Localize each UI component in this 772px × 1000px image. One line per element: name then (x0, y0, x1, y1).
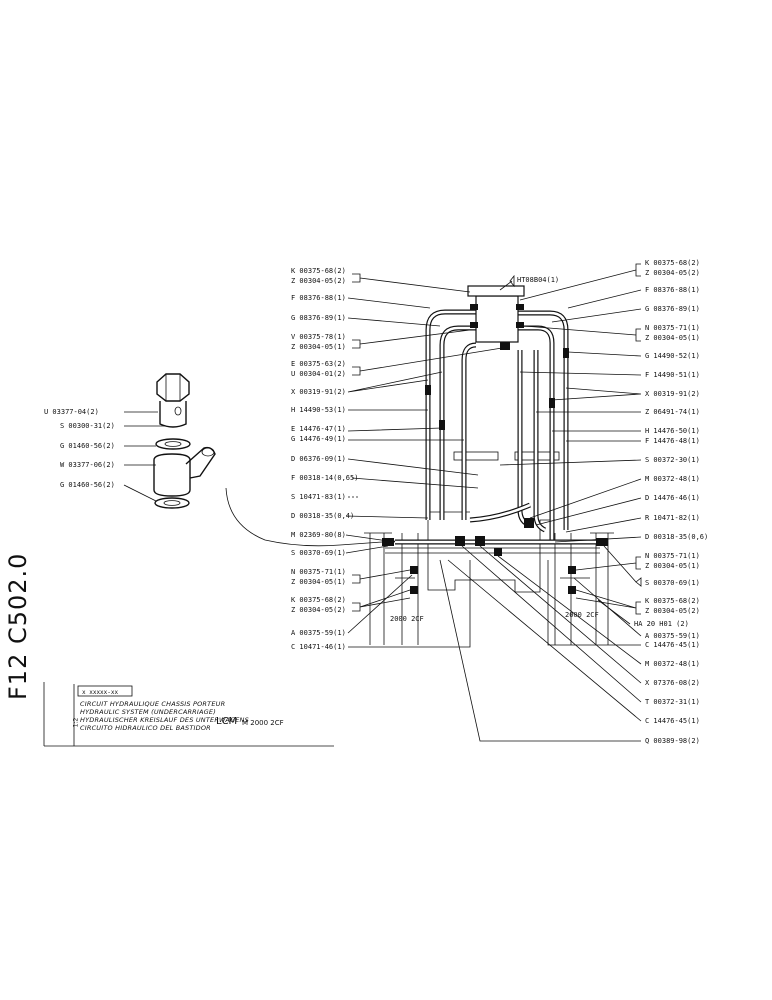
right-label-23: X 07376-08(2) (645, 679, 700, 687)
label-detail-u: U 03377-04(2) (44, 408, 99, 416)
right-label-19: HA 20 H01 (2) (634, 620, 689, 628)
label-detail-w: W 03377-06(2) (60, 461, 115, 469)
right-label-12: M 00372-48(1) (645, 475, 700, 483)
right-label-6: F 14490-51(1) (645, 371, 700, 379)
left-label-7: H 14490-53(1) (291, 406, 346, 414)
right-label-18a: K 00375-68(2) (645, 597, 700, 605)
right-label-9: H 14476-50(1) (645, 427, 700, 435)
valve-block (467, 285, 525, 350)
document-code: F12 C502.0 (4, 552, 32, 700)
scale-label: 1:2 (72, 717, 80, 728)
right-label-24: T 00372-31(1) (645, 698, 700, 706)
right-label-14: R 10471-82(1) (645, 514, 700, 522)
left-label-17: A 00375-59(1) (291, 629, 346, 637)
title-es: CIRCUITO HIDRAULICO DEL BASTIDOR (80, 724, 211, 732)
right-label-13: D 14476-46(1) (645, 494, 700, 502)
title-block: x xxxxx-xx 1:2 CIRCUIT HYDRAULIQUE CHASS… (44, 684, 334, 744)
right-label-11: S 00372-30(1) (645, 456, 700, 464)
left-label-8b: G 14476-49(1) (291, 435, 346, 443)
left-label-15b: Z 00304-05(1) (291, 578, 346, 586)
title-en: HYDRAULIC SYSTEM (UNDERCARRIAGE) (80, 708, 216, 716)
title-fr: CIRCUIT HYDRAULIQUE CHASSIS PORTEUR (80, 700, 226, 708)
left-label-12: D 00318-35(0,4) (291, 512, 354, 520)
left-label-14: S 00370-69(1) (291, 549, 346, 557)
unit-label-right: 2000 2CF (565, 611, 599, 619)
right-label-20: A 00375-59(1) (645, 632, 700, 640)
left-label-11: S 10471-83(1) (291, 493, 346, 501)
right-label-22: M 00372-48(1) (645, 660, 700, 668)
left-label-9: D 06376-09(1) (291, 455, 346, 463)
brand-label: LCM (216, 716, 238, 727)
unit-label-left: 2000 2CF (390, 615, 424, 623)
label-detail-g-bottom: G 01460-56(2) (60, 481, 115, 489)
right-label-8: Z 06491-74(1) (645, 408, 700, 416)
right-label-16b: Z 00304-05(1) (645, 562, 700, 570)
right-label-2: F 08376-88(1) (645, 286, 700, 294)
fittings (382, 348, 608, 594)
left-label-6: X 00319-91(2) (291, 388, 346, 396)
right-label-3: G 08376-89(1) (645, 305, 700, 313)
left-label-2: F 08376-88(1) (291, 294, 346, 302)
left-label-15a: N 00375-71(1) (291, 568, 346, 576)
label-top: HT08B04(1) (517, 276, 559, 284)
right-label-26: Q 00389-98(2) (645, 737, 700, 745)
left-label-1a: K 00375-68(2) (291, 267, 346, 275)
top-callout: HT08B04(1) (499, 274, 559, 291)
title-block-frame (43, 682, 334, 747)
right-label-4a: N 00375-71(1) (645, 324, 700, 332)
left-label-4a: V 00375-78(1) (291, 333, 346, 341)
right-label-7: X 00319-91(2) (645, 390, 700, 398)
left-label-3: G 08376-89(1) (291, 314, 346, 322)
left-label-5a: E 00375-63(2) (291, 360, 346, 368)
left-label-10: F 00318-14(0,65) (291, 474, 358, 482)
right-label-18b: Z 00304-05(2) (645, 607, 700, 615)
left-label-18: C 10471-46(1) (291, 643, 346, 651)
right-label-15: D 00318-35(0,6) (645, 533, 708, 541)
right-label-10: F 14476-48(1) (645, 437, 700, 445)
left-callouts: K 00375-68(2) Z 00304-05(2) F 08376-88(1… (291, 267, 503, 651)
label-detail-s: S 00300-31(2) (60, 422, 115, 430)
right-label-17: S 00370-69(1) (645, 579, 700, 587)
right-label-1b: Z 00304-05(2) (645, 269, 700, 277)
left-label-16a: K 00375-68(2) (291, 596, 346, 604)
right-label-5: G 14490-52(1) (645, 352, 700, 360)
label-detail-g-top: G 01460-56(2) (60, 442, 115, 450)
right-label-16a: N 00375-71(1) (645, 552, 700, 560)
left-label-1b: Z 00304-05(2) (291, 277, 346, 285)
right-label-4b: Z 00304-05(1) (645, 334, 700, 342)
title-de: HYDRAULISCHER KREISLAUF DES UNTERWAGENS (80, 716, 249, 724)
model-label: M 2000 2CF (242, 719, 284, 727)
left-label-8a: E 14476-47(1) (291, 425, 346, 433)
right-label-1a: K 00375-68(2) (645, 259, 700, 267)
left-label-16b: Z 00304-05(2) (291, 606, 346, 614)
left-label-5b: U 00304-01(2) (291, 370, 346, 378)
detail-assembly (123, 373, 411, 547)
hose-lines (395, 309, 600, 545)
right-callouts: K 00375-68(2) Z 00304-05(2) F 08376-88(1… (439, 259, 708, 745)
left-label-13: M 02369-80(8) (291, 531, 346, 539)
ref-box: x xxxxx-xx (82, 689, 119, 696)
detail-labels: U 03377-04(2) S 00300-31(2) G 01460-56(2… (44, 408, 115, 489)
chassis-frame (364, 451, 614, 645)
left-label-4b: Z 00304-05(1) (291, 343, 346, 351)
right-label-25: C 14476-45(1) (645, 717, 700, 725)
right-label-21: C 14476-45(1) (645, 641, 700, 649)
